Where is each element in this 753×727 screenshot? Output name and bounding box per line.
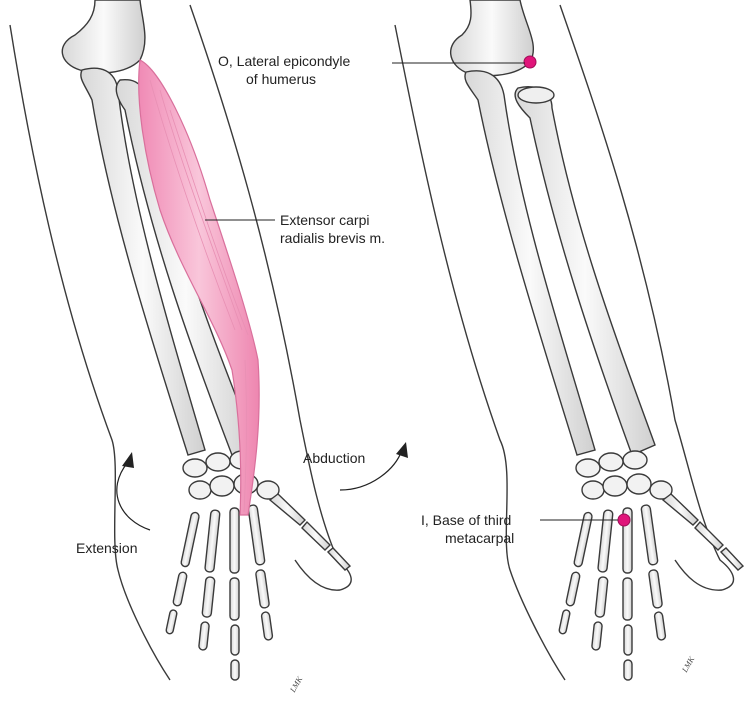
extension-label: Extension	[76, 540, 138, 556]
origin-label-line1: O, Lateral epicondyle	[218, 53, 351, 69]
left-humerus	[61, 0, 146, 74]
muscle-label-line2: radialis brevis m.	[280, 230, 386, 246]
left-fingers	[165, 493, 352, 681]
insertion-label-line1: I, Base of third	[421, 512, 512, 528]
abduction-arrowhead	[396, 442, 408, 458]
left-arm-skin-outline	[9, 24, 171, 681]
origin-marker	[523, 55, 537, 69]
extension-arrowhead	[122, 452, 134, 468]
left-arm	[9, 0, 352, 681]
left-arm-skin-outline-right	[189, 4, 352, 591]
origin-label-line2: of humerus	[246, 71, 317, 87]
abduction-arrow	[339, 449, 403, 491]
right-carpals	[575, 450, 673, 500]
muscle-label-line1: Extensor carpi	[280, 212, 370, 228]
right-ulna	[464, 70, 596, 456]
right-radial-head	[517, 86, 555, 104]
left-muscle-fibers	[149, 79, 249, 513]
right-arm-skin-outline-right	[559, 4, 735, 591]
left-carpals	[182, 450, 280, 500]
right-humerus	[450, 0, 535, 77]
insertion-marker	[617, 513, 631, 527]
right-arm	[394, 0, 745, 681]
right-arm-skin-outline	[394, 24, 566, 681]
abduction-label: Abduction	[303, 450, 366, 466]
insertion-label-line2: metacarpal	[445, 530, 515, 546]
extension-arrow	[116, 461, 151, 531]
right-fingers	[558, 493, 745, 681]
right-radius	[514, 86, 656, 456]
left-muscle-belly	[138, 59, 260, 516]
